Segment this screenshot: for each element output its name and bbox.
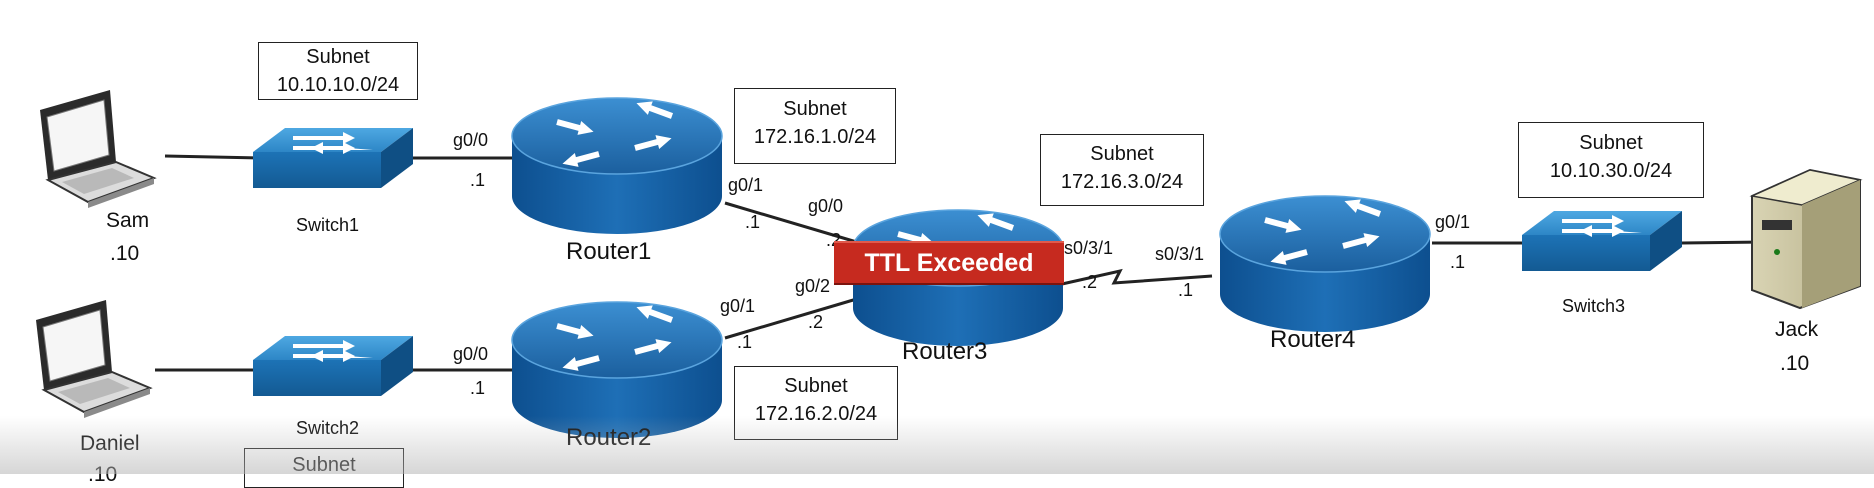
subnet-title: Subnet [783, 98, 847, 120]
r4-s031-ip-label: .1 [1178, 280, 1194, 300]
diagram-canvas [35, 89, 1863, 474]
r1-g01-ip-label: .1 [745, 212, 761, 232]
switch2-icon[interactable] [253, 336, 413, 396]
subnet-title: Subnet [1579, 132, 1643, 154]
daniel-label: Daniel [80, 432, 140, 455]
r2-g00-label: g0/0 [453, 344, 489, 364]
subnet-title: Subnet [1090, 143, 1154, 165]
subnet-network: 10.10.10.0/24 [276, 74, 400, 96]
router4-label: Router4 [1270, 326, 1356, 353]
sam-label: Sam [106, 209, 150, 232]
r2-g01-ip-label: .1 [737, 332, 753, 352]
r4-g01-label: g0/1 [1435, 212, 1471, 232]
r2-g01-label: g0/1 [720, 296, 756, 316]
daniel-host-label: .10 [88, 463, 118, 486]
router1-label: Router1 [566, 238, 652, 265]
network-diagram: Subnet 10.10.10.0/24 Subnet 172.16.1.0/2… [0, 42, 1874, 488]
subnet-title: Subnet [292, 454, 356, 476]
subnet-box-5: Subnet 172.16.2.0/24 [734, 366, 898, 440]
switch1-icon[interactable] [253, 128, 413, 188]
laptop-sam-icon[interactable] [39, 89, 155, 209]
subnet-network: 172.16.1.0/24 [753, 126, 877, 148]
router2-label: Router2 [566, 424, 652, 451]
r3-s031-ip-label: .2 [1082, 272, 1098, 292]
r4-g01-ip-label: .1 [1450, 252, 1466, 272]
subnet-title: Subnet [306, 46, 370, 68]
subnet-network: 172.16.3.0/24 [1060, 171, 1184, 193]
r1-g01-label: g0/1 [728, 175, 764, 195]
switch2-label: Switch2 [296, 418, 360, 438]
r1-g00-ip-label: .1 [470, 170, 486, 190]
r3-g02-ip-label: .2 [808, 312, 824, 332]
link-lines [155, 154, 1766, 372]
switch1-label: Switch1 [296, 215, 360, 235]
r2-g00-ip-label: .1 [470, 378, 486, 398]
subnet-title: Subnet [784, 375, 848, 397]
laptop-daniel-icon[interactable] [35, 299, 151, 419]
r3-g02-label: g0/2 [795, 276, 831, 296]
subnet-network: 10.10.30.0/24 [1549, 160, 1673, 182]
r4-s031-label: s0/3/1 [1155, 244, 1205, 264]
jack-label: Jack [1775, 318, 1819, 341]
router1-icon[interactable] [512, 96, 722, 234]
subnet-box-3: Subnet 172.16.3.0/24 [1040, 134, 1204, 206]
ttl-exceeded-banner: TTL Exceeded [834, 241, 1064, 285]
switch3-label: Switch3 [1562, 296, 1626, 316]
subnet-box-1: Subnet 10.10.10.0/24 [258, 42, 418, 100]
subnet-box-4: Subnet 10.10.30.0/24 [1518, 122, 1704, 198]
server-jack-icon[interactable] [1749, 168, 1863, 310]
router4-icon[interactable] [1220, 194, 1430, 332]
jack-host-label: .10 [1780, 352, 1810, 375]
switch3-icon[interactable] [1522, 211, 1682, 271]
r1-g00-label: g0/0 [453, 130, 489, 150]
subnet-box-6: Subnet [244, 448, 404, 488]
subnet-box-2: Subnet 172.16.1.0/24 [734, 88, 896, 164]
sam-host-label: .10 [110, 242, 140, 265]
r3-g00-label: g0/0 [808, 196, 844, 216]
subnet-network: 172.16.2.0/24 [754, 403, 878, 425]
r3-s031-label: s0/3/1 [1064, 238, 1114, 258]
router2-icon[interactable] [512, 300, 722, 438]
router3-label: Router3 [902, 338, 988, 365]
